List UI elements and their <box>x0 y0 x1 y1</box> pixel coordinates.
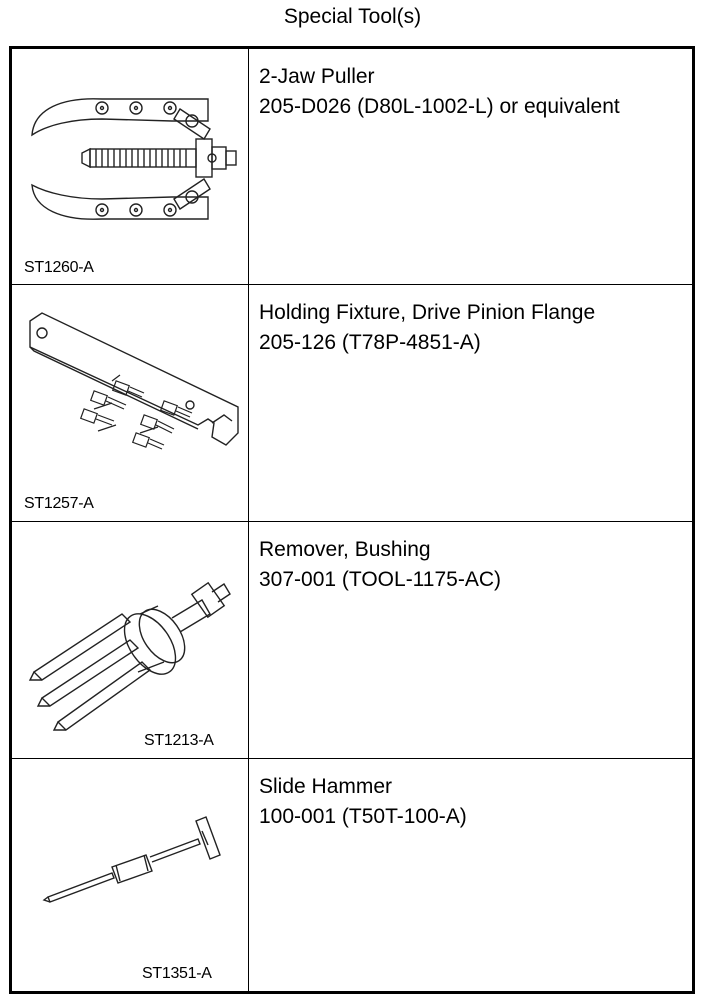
tool-name: Holding Fixture, Drive Pinion Flange <box>259 301 596 324</box>
tool-row: ST1351-A Slide Hammer 100-001 (T50T-100-… <box>12 759 692 991</box>
holding-fixture-icon <box>29 312 239 450</box>
tool-image-cell: ST1351-A <box>12 759 249 991</box>
tool-description: Remover, Bushing 307-001 (TOOL-1175-AC) <box>249 522 692 758</box>
tool-image-cell: ST1260-A <box>12 49 249 284</box>
tool-row: ST1257-A Holding Fixture, Drive Pinion F… <box>12 285 692 522</box>
tool-number: 205-D026 (D80L-1002-L) or equivalent <box>259 95 620 118</box>
tool-row: ST1260-A 2-Jaw Puller 205-D026 (D80L-100… <box>12 49 692 285</box>
tool-number: 307-001 (TOOL-1175-AC) <box>259 568 502 591</box>
tool-number: 100-001 (T50T-100-A) <box>259 805 467 828</box>
tool-code: ST1260-A <box>24 259 94 276</box>
tool-name: Slide Hammer <box>259 775 393 798</box>
tool-name: Remover, Bushing <box>259 538 431 561</box>
tool-description: Slide Hammer 100-001 (T50T-100-A) <box>249 759 692 991</box>
special-tools-table: ST1260-A 2-Jaw Puller 205-D026 (D80L-100… <box>9 46 695 994</box>
two-jaw-puller-icon <box>31 98 237 220</box>
slide-hammer-icon <box>42 816 221 903</box>
tool-number: 205-126 (T78P-4851-A) <box>259 331 481 354</box>
bushing-remover-icon <box>28 581 231 731</box>
tool-name: 2-Jaw Puller <box>259 65 375 88</box>
tool-code: ST1213-A <box>144 732 214 749</box>
tool-description: 2-Jaw Puller 205-D026 (D80L-1002-L) or e… <box>249 49 692 284</box>
tool-image-cell: ST1213-A <box>12 522 249 758</box>
tool-description: Holding Fixture, Drive Pinion Flange 205… <box>249 285 692 521</box>
tool-row: ST1213-A Remover, Bushing 307-001 (TOOL-… <box>12 522 692 759</box>
page-title: Special Tool(s) <box>283 5 422 28</box>
tool-code: ST1257-A <box>24 495 94 512</box>
tool-image-cell: ST1257-A <box>12 285 249 521</box>
tool-code: ST1351-A <box>142 965 212 982</box>
